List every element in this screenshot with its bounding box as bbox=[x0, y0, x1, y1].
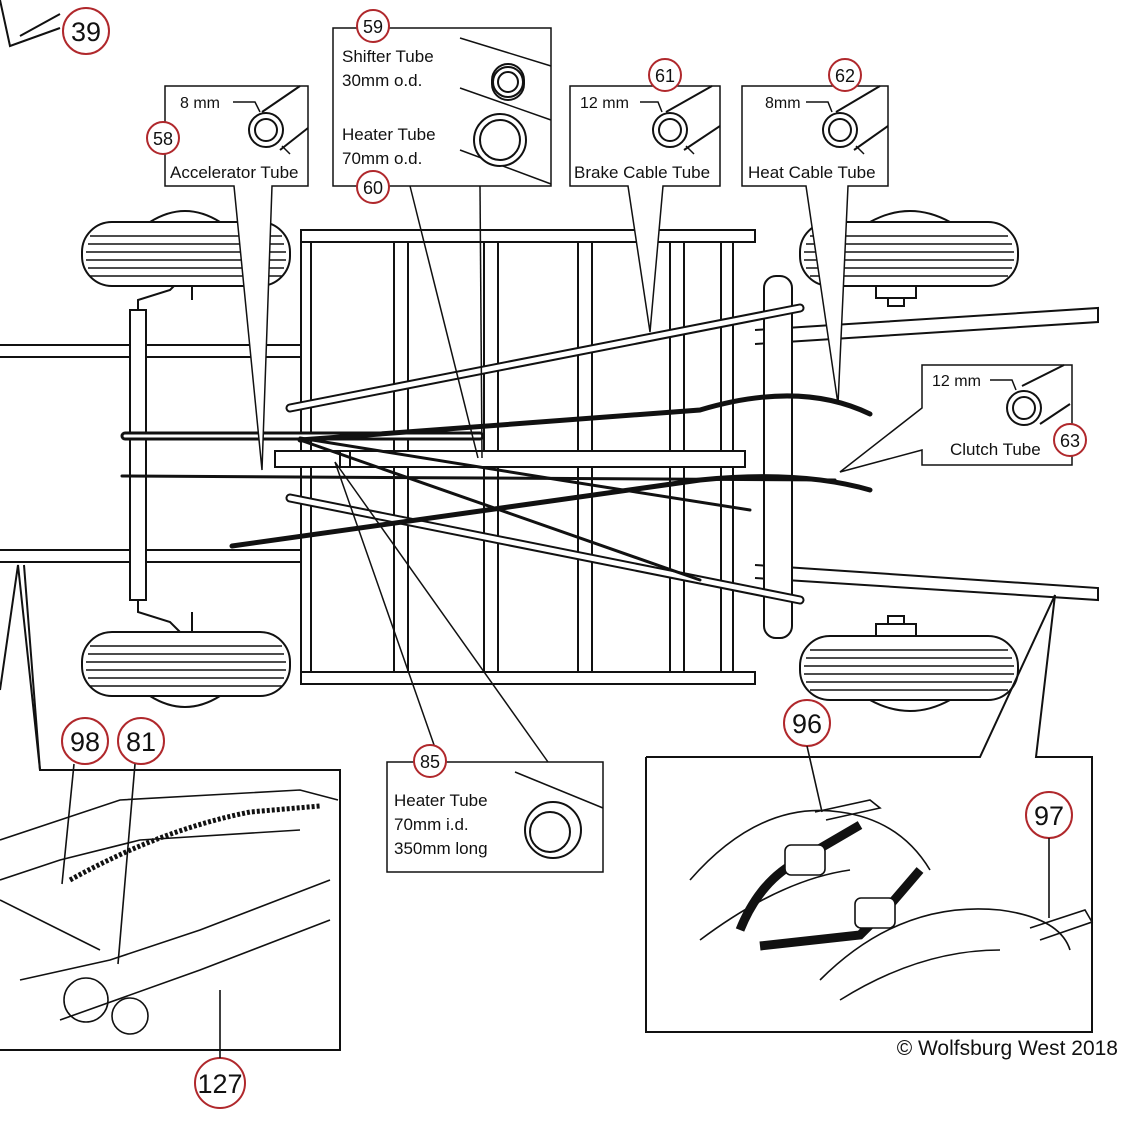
callout-96-number: 96 bbox=[792, 709, 822, 739]
callout-59-number: 59 bbox=[363, 17, 383, 37]
wheel-rear-right bbox=[799, 615, 1019, 712]
callout-39-number: 39 bbox=[71, 17, 101, 47]
callout-39-ring bbox=[62, 7, 110, 55]
inset-sketch-right bbox=[689, 799, 1094, 1001]
callout-85-label-line2: 70mm i.d. bbox=[394, 815, 469, 834]
callout-61-number: 61 bbox=[655, 66, 675, 86]
callout-85-label-line1: Heater Tube bbox=[394, 791, 488, 810]
callout-63-label: Clutch Tube bbox=[950, 440, 1041, 459]
callout-62-label: Heat Cable Tube bbox=[748, 163, 876, 182]
tunnel-tubes bbox=[120, 303, 873, 605]
callout-59-label-line1: Shifter Tube bbox=[342, 47, 434, 66]
callout-59-ring bbox=[356, 9, 390, 43]
inset-sketch-left bbox=[0, 789, 339, 1035]
wheels bbox=[81, 210, 1019, 712]
callout-58-size: 8 mm bbox=[180, 95, 220, 112]
callout-62-number: 62 bbox=[835, 66, 855, 86]
callout-62-size: 8mm bbox=[765, 95, 801, 112]
callout-85-label-line3: 350mm long bbox=[394, 839, 488, 858]
size-arrows bbox=[233, 101, 1017, 391]
callout-85-number: 85 bbox=[420, 752, 440, 772]
callout-98-ring bbox=[61, 717, 109, 765]
callout-63-ring bbox=[1053, 423, 1087, 457]
callout-58-label: Accelerator Tube bbox=[170, 163, 299, 182]
callout-58-number: 58 bbox=[153, 129, 173, 149]
callout-61-size: 12 mm bbox=[580, 95, 629, 112]
callout-81-number: 81 bbox=[126, 727, 156, 757]
callout-63-number: 63 bbox=[1060, 431, 1080, 451]
item-39-part bbox=[0, 0, 61, 48]
callout-127-number: 127 bbox=[197, 1069, 242, 1099]
wheel-front-right bbox=[81, 631, 291, 708]
callout-60-number: 60 bbox=[363, 178, 383, 198]
callout-97-number: 97 bbox=[1034, 801, 1064, 831]
callout-61-label: Brake Cable Tube bbox=[574, 163, 710, 182]
callout-62-ring bbox=[828, 58, 862, 92]
copyright-notice: © Wolfsburg West 2018 bbox=[896, 1037, 1118, 1060]
callout-63-size: 12 mm bbox=[932, 373, 981, 390]
detail-insets bbox=[0, 564, 1093, 1051]
tube-icons bbox=[248, 37, 1071, 859]
callout-85-ring bbox=[413, 744, 447, 778]
wheel-rear-left bbox=[799, 210, 1019, 307]
callout-60-label-line2: 70mm o.d. bbox=[342, 149, 422, 168]
callout-60-label-line1: Heater Tube bbox=[342, 125, 436, 144]
callout-60-ring bbox=[356, 170, 390, 204]
callout-58-ring bbox=[146, 121, 180, 155]
callout-98-number: 98 bbox=[70, 727, 100, 757]
callout-61-ring bbox=[648, 58, 682, 92]
callout-59-label-line2: 30mm o.d. bbox=[342, 71, 422, 90]
callout-81-ring bbox=[117, 717, 165, 765]
